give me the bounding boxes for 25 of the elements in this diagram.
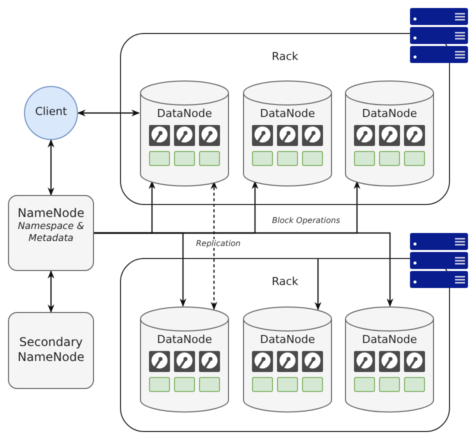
node-label: Secondary NameNode [16, 335, 86, 365]
arrow [48, 270, 54, 313]
node-label: Rack [270, 275, 300, 288]
node-label: DataNode [259, 333, 316, 346]
arrow [77, 110, 140, 116]
client-circle [24, 86, 78, 140]
node-label: Client [34, 105, 68, 118]
node-label: DataNode [361, 107, 418, 120]
node-label: DataNode [156, 333, 213, 346]
node-label: NameNode [16, 206, 86, 221]
node-description: Namespace & Metadata [16, 221, 86, 245]
rack-frame [120, 258, 450, 432]
node-label: DataNode [156, 107, 213, 120]
node-label: DataNode [361, 333, 418, 346]
node-label: DataNode [259, 107, 316, 120]
edge-label: Block Operations [270, 216, 342, 225]
arrow [94, 232, 394, 307]
server-box [8, 312, 94, 389]
edge-label: Replication [194, 239, 243, 248]
dashed-arrow [210, 180, 218, 310]
arrow [48, 139, 54, 196]
server-box [8, 195, 94, 271]
rack-frame [120, 33, 450, 205]
arrow [314, 258, 322, 310]
node-label: Rack [270, 50, 300, 63]
